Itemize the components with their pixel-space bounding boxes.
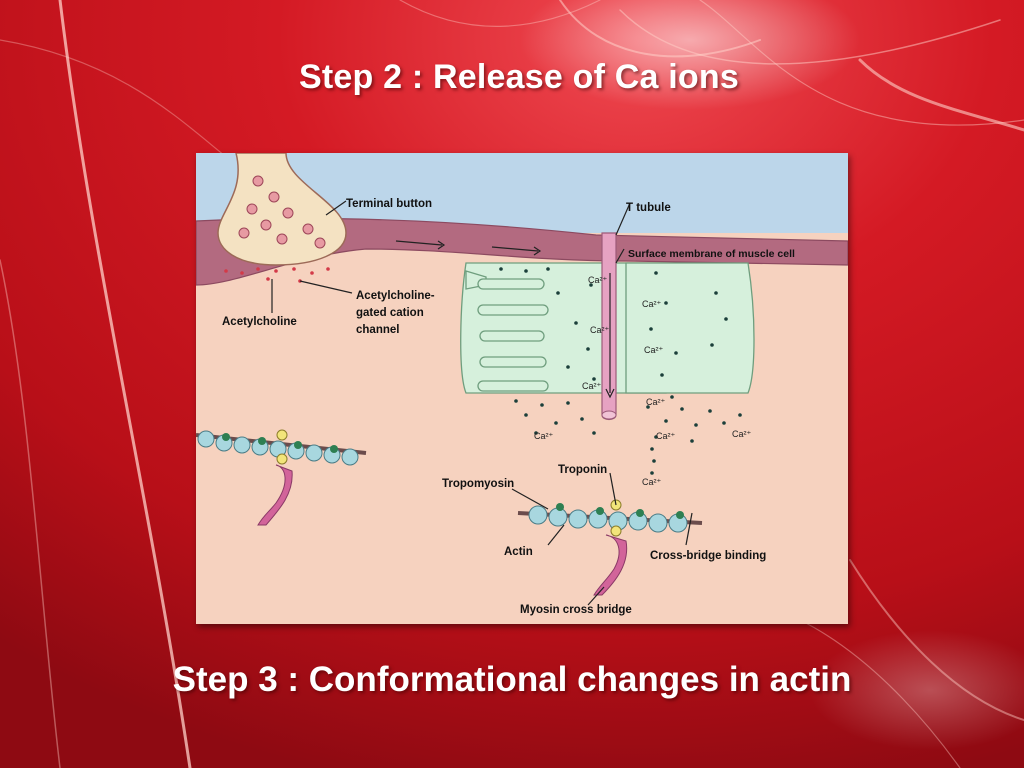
label-actin: Actin bbox=[504, 546, 533, 558]
label-troponin: Troponin bbox=[558, 464, 607, 476]
ca-label: Ca²⁺ bbox=[642, 477, 662, 487]
muscle-excitation-diagram: Ca²⁺ Ca²⁺ Ca²⁺ Ca²⁺ Ca²⁺ Ca²⁺ Ca²⁺ Ca²⁺ … bbox=[195, 152, 849, 624]
label-myosin-cross-bridge: Myosin cross bridge bbox=[520, 604, 632, 616]
label-ach-channel-line-1: Acetylcholine- bbox=[356, 290, 435, 302]
label-ach-channel-line-2: gated cation bbox=[356, 307, 424, 319]
terminal-button bbox=[217, 152, 347, 266]
slide-title-step-2: Step 2 : Release of Ca ions bbox=[299, 58, 739, 96]
label-surface-membrane: Surface membrane of muscle cell bbox=[628, 248, 795, 260]
label-leader-lines bbox=[271, 200, 693, 606]
actin-filament-resting bbox=[195, 429, 367, 526]
ca-label: Ca²⁺ bbox=[656, 431, 676, 441]
acetylcholine-molecules bbox=[224, 267, 330, 283]
ca-label: Ca²⁺ bbox=[588, 275, 608, 285]
calcium-ion-labels: Ca²⁺ Ca²⁺ Ca²⁺ Ca²⁺ Ca²⁺ Ca²⁺ Ca²⁺ Ca²⁺ … bbox=[534, 275, 752, 487]
calcium-dots bbox=[499, 267, 742, 475]
label-ach-channel-line-3: channel bbox=[356, 324, 399, 336]
ca-label: Ca²⁺ bbox=[582, 381, 602, 391]
label-tropomyosin: Tropomyosin bbox=[442, 478, 514, 490]
membrane-current-arrows bbox=[395, 240, 615, 399]
label-acetylcholine: Acetylcholine bbox=[222, 316, 297, 328]
label-cross-bridge-binding: Cross-bridge binding bbox=[650, 550, 766, 562]
label-terminal-button: Terminal button bbox=[346, 198, 432, 210]
ca-label: Ca²⁺ bbox=[732, 429, 752, 439]
ca-label: Ca²⁺ bbox=[644, 345, 664, 355]
ca-label: Ca²⁺ bbox=[642, 299, 662, 309]
ca-label: Ca²⁺ bbox=[590, 325, 610, 335]
ca-label: Ca²⁺ bbox=[646, 397, 666, 407]
slide-title-step-3: Step 3 : Conformational changes in actin bbox=[172, 660, 852, 699]
actin-filament-active bbox=[517, 499, 703, 596]
label-t-tubule: T tubule bbox=[626, 202, 671, 214]
ca-label: Ca²⁺ bbox=[534, 431, 554, 441]
